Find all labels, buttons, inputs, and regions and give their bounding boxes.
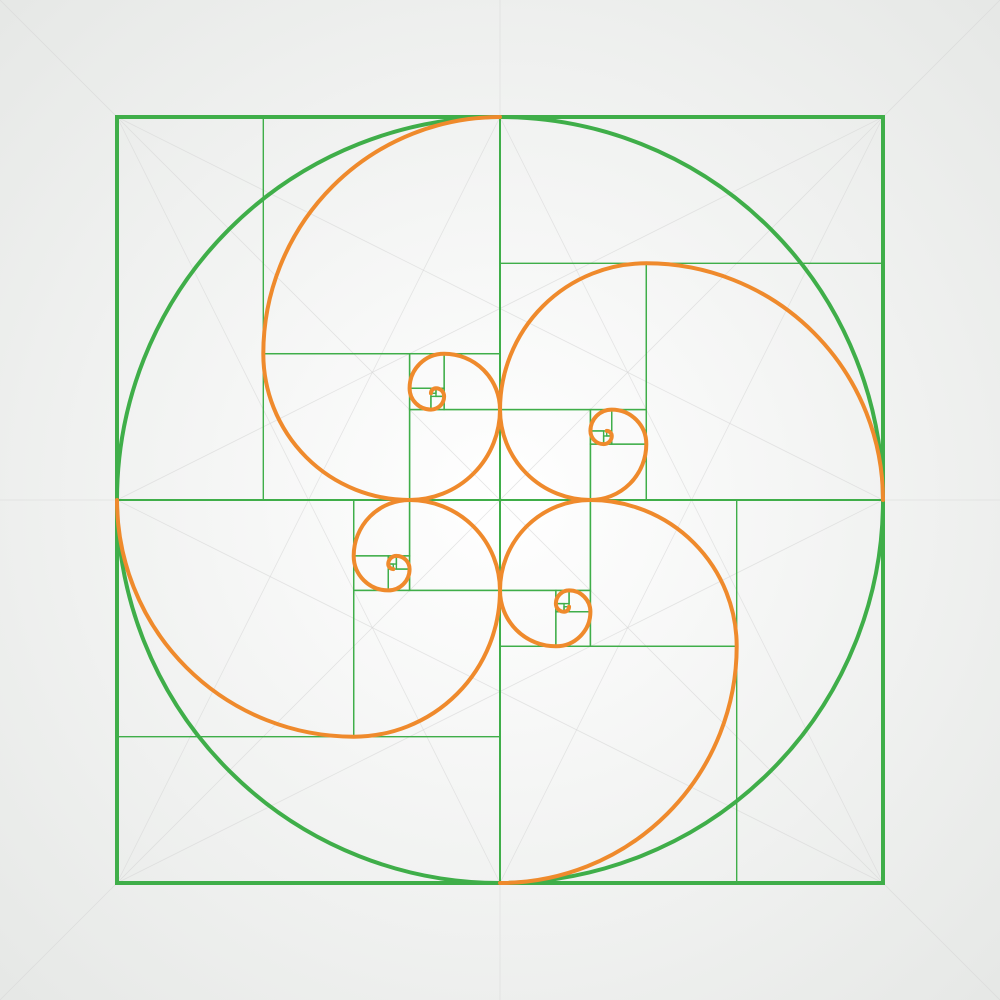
spiral-arc [261,115,503,502]
spiral-arc [497,498,739,885]
golden-spirals [115,115,885,885]
spiral-top-right-group [498,261,885,503]
spiral-arc [115,497,502,739]
construction-rectangles [116,116,884,884]
spiral-arc [498,261,885,503]
spiral-bottom-right-group [497,498,739,885]
spiral-bottom-left-group [115,497,502,739]
spiral-top-left-group [261,115,503,502]
